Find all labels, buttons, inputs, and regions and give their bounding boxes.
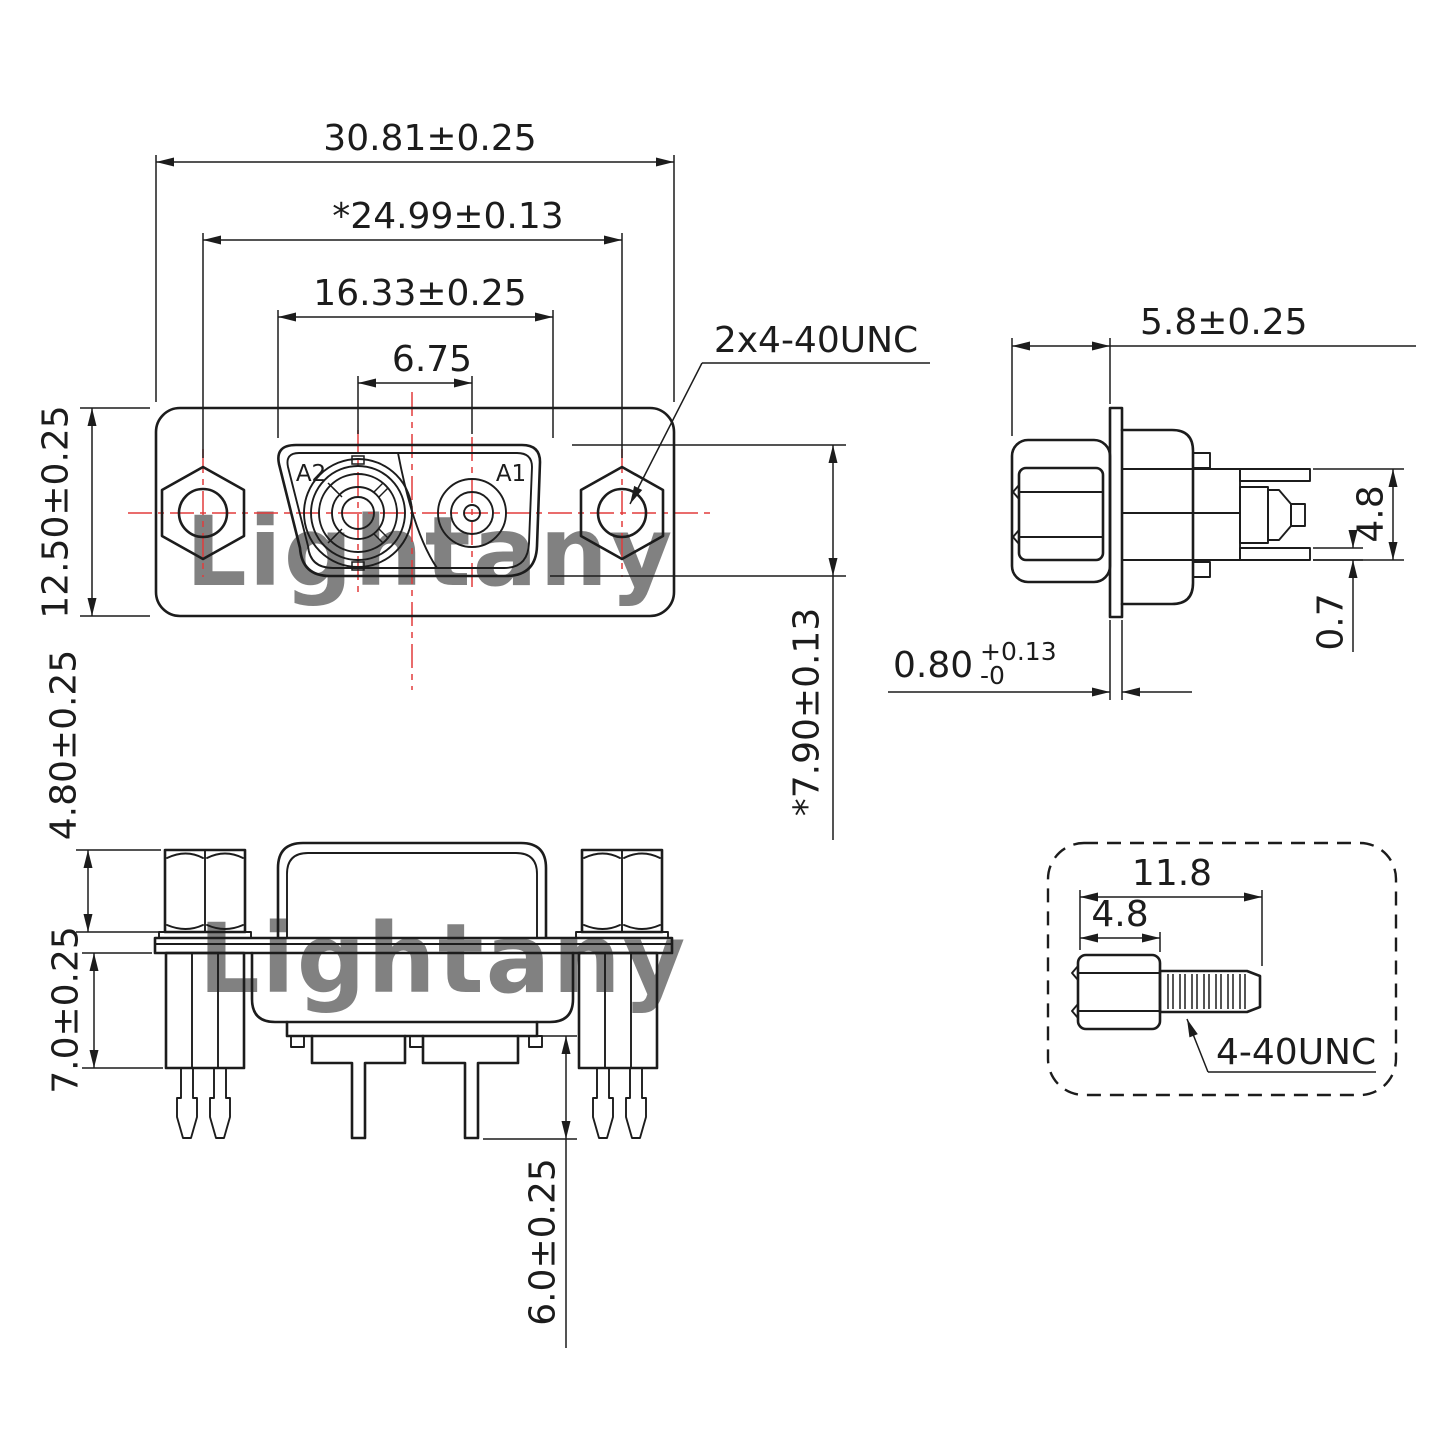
- dim-text-flange-tol-minus: -0: [980, 661, 1005, 690]
- hex-nut-right-hole: [596, 487, 648, 539]
- dim-text-overall-height: 12.50±0.25: [36, 405, 77, 618]
- insert-divider: [397, 452, 438, 569]
- screw-detail: 11.8 4.8 4-40UNC: [1046, 841, 1398, 1097]
- screw-shaft-right: [577, 951, 659, 1139]
- contact-a1: [437, 478, 507, 548]
- insulator-step: [285, 1020, 539, 1038]
- dim-front-depth: 5.8±0.25: [1011, 302, 1416, 436]
- flange-outline: [154, 406, 676, 618]
- dim-flange-thickness: 0.80 +0.13 -0: [888, 620, 1192, 700]
- insulator-body: [250, 951, 575, 1024]
- hex-nut-right-outline: [579, 465, 665, 561]
- dim-text-flange-thickness: 0.80: [893, 645, 973, 686]
- dim-text-shell-height: *7.90±0.13: [787, 608, 828, 816]
- a2-ring-outer: [303, 458, 413, 568]
- a2-ring-4: [331, 486, 385, 540]
- hex-nut-right: [579, 465, 665, 561]
- solder-pot-a2: [310, 1034, 407, 1140]
- dim-text-screw-length: 11.8: [1132, 853, 1212, 894]
- callout-screw-thread: 4-40UNC: [1186, 1018, 1376, 1073]
- detail-boundary: [1046, 841, 1398, 1097]
- screw-head: [1071, 953, 1162, 1031]
- shell-tab-top: [1192, 452, 1211, 469]
- jack-nut-side: [1012, 466, 1105, 562]
- label-a2: A2: [296, 461, 326, 487]
- dim-pin-length: 6.0±0.25: [483, 1035, 577, 1348]
- flange-plate-edge: [1108, 406, 1124, 619]
- pin-bottom-side: [1239, 547, 1311, 561]
- a2-ring-3: [318, 473, 398, 553]
- callout-text-mount-thread: 2x4-40UNC: [714, 320, 918, 361]
- a1-pin: [463, 504, 481, 522]
- dim-screw-length: 11.8: [1079, 853, 1263, 966]
- dim-mount-spacing: *24.99±0.13: [202, 196, 623, 458]
- dim-text-screw-head-length: 4.8: [1091, 894, 1148, 935]
- dshell-outer: [277, 443, 542, 578]
- a2-ring-2: [310, 465, 406, 561]
- a1-ring-2: [450, 491, 494, 535]
- dim-text-contact-span: 4.8: [1351, 485, 1392, 542]
- standoff-right: [575, 848, 669, 939]
- dim-overall-width: 30.81±0.25: [155, 118, 675, 402]
- index-pin-right: [528, 1035, 543, 1048]
- dim-text-shell-width: 16.33±0.25: [313, 273, 526, 314]
- contact-a2: [303, 455, 413, 571]
- hex-nut-left: [160, 465, 246, 561]
- dim-overall-height: 12.50±0.25: [36, 405, 150, 619]
- front-view: A2 A1 30.81±0.25 *24.99±0.13 16.33±0.25 …: [36, 118, 930, 840]
- screw-thread: [1158, 969, 1262, 1014]
- hood-outer: [276, 841, 548, 939]
- callout-mount-thread: 2x4-40UNC: [629, 320, 930, 505]
- a2-slots: [327, 482, 389, 544]
- dim-contact-spacing: 6.75: [357, 339, 473, 434]
- coax-contact-side: [1239, 486, 1306, 544]
- dim-text-pin-length: 6.0±0.25: [523, 1158, 564, 1326]
- bottom-view: 4.80±0.25 7.0±0.25 6.0±0.25: [44, 650, 674, 1348]
- dim-text-flange-tol-plus: +0.13: [980, 637, 1057, 666]
- a2-key-notch-top: [351, 455, 365, 465]
- dim-shell-width: 16.33±0.25: [277, 273, 554, 438]
- pin-top-side: [1239, 468, 1311, 482]
- dim-standoff-height: 4.80±0.25: [44, 650, 161, 933]
- dim-text-standoff-height: 4.80±0.25: [44, 650, 85, 840]
- dim-body-depth: 7.0±0.25: [46, 926, 163, 1094]
- index-pin-center: [409, 1035, 424, 1048]
- dim-text-pin-thickness: 0.7: [1311, 593, 1352, 650]
- dim-text-mount-spacing: *24.99±0.13: [332, 196, 563, 237]
- screw-shaft-left: [164, 951, 246, 1139]
- shell-body-side: [1120, 428, 1195, 606]
- watermark-front: Lightany: [186, 496, 675, 608]
- dshell-inner: [286, 452, 533, 569]
- callout-text-screw-thread: 4-40UNC: [1216, 1032, 1376, 1073]
- insulator-side: [1121, 468, 1241, 561]
- dim-text-front-depth: 5.8±0.25: [1140, 302, 1308, 343]
- label-a1: A1: [496, 461, 526, 487]
- side-view: 5.8±0.25 4.8 0.7 0.80 +0.13 -0: [888, 302, 1416, 700]
- dim-text-body-depth: 7.0±0.25: [46, 926, 87, 1094]
- index-pin-left: [290, 1035, 305, 1048]
- flange-plate-bottom: [153, 936, 674, 955]
- dim-pin-thickness: 0.7: [1311, 530, 1363, 652]
- shell-tab-bottom: [1192, 561, 1211, 578]
- hex-nut-left-hole: [177, 487, 229, 539]
- dim-screw-head-length: 4.8: [1080, 894, 1161, 952]
- dim-contact-span: 4.8: [1313, 468, 1404, 561]
- hood-inner: [286, 852, 538, 938]
- dim-text-overall-width: 30.81±0.25: [323, 118, 536, 159]
- a1-ring-outer: [437, 478, 507, 548]
- watermark-bottom: Lightany: [199, 903, 688, 1015]
- dim-text-contact-spacing: 6.75: [392, 339, 472, 380]
- solder-pot-a1: [421, 1034, 520, 1140]
- standoff-left: [158, 848, 252, 939]
- a2-hole: [341, 496, 375, 530]
- a2-key-notch-bottom: [351, 561, 365, 571]
- dim-shell-height: *7.90±0.13: [550, 444, 846, 840]
- hex-nut-left-outline: [160, 465, 246, 561]
